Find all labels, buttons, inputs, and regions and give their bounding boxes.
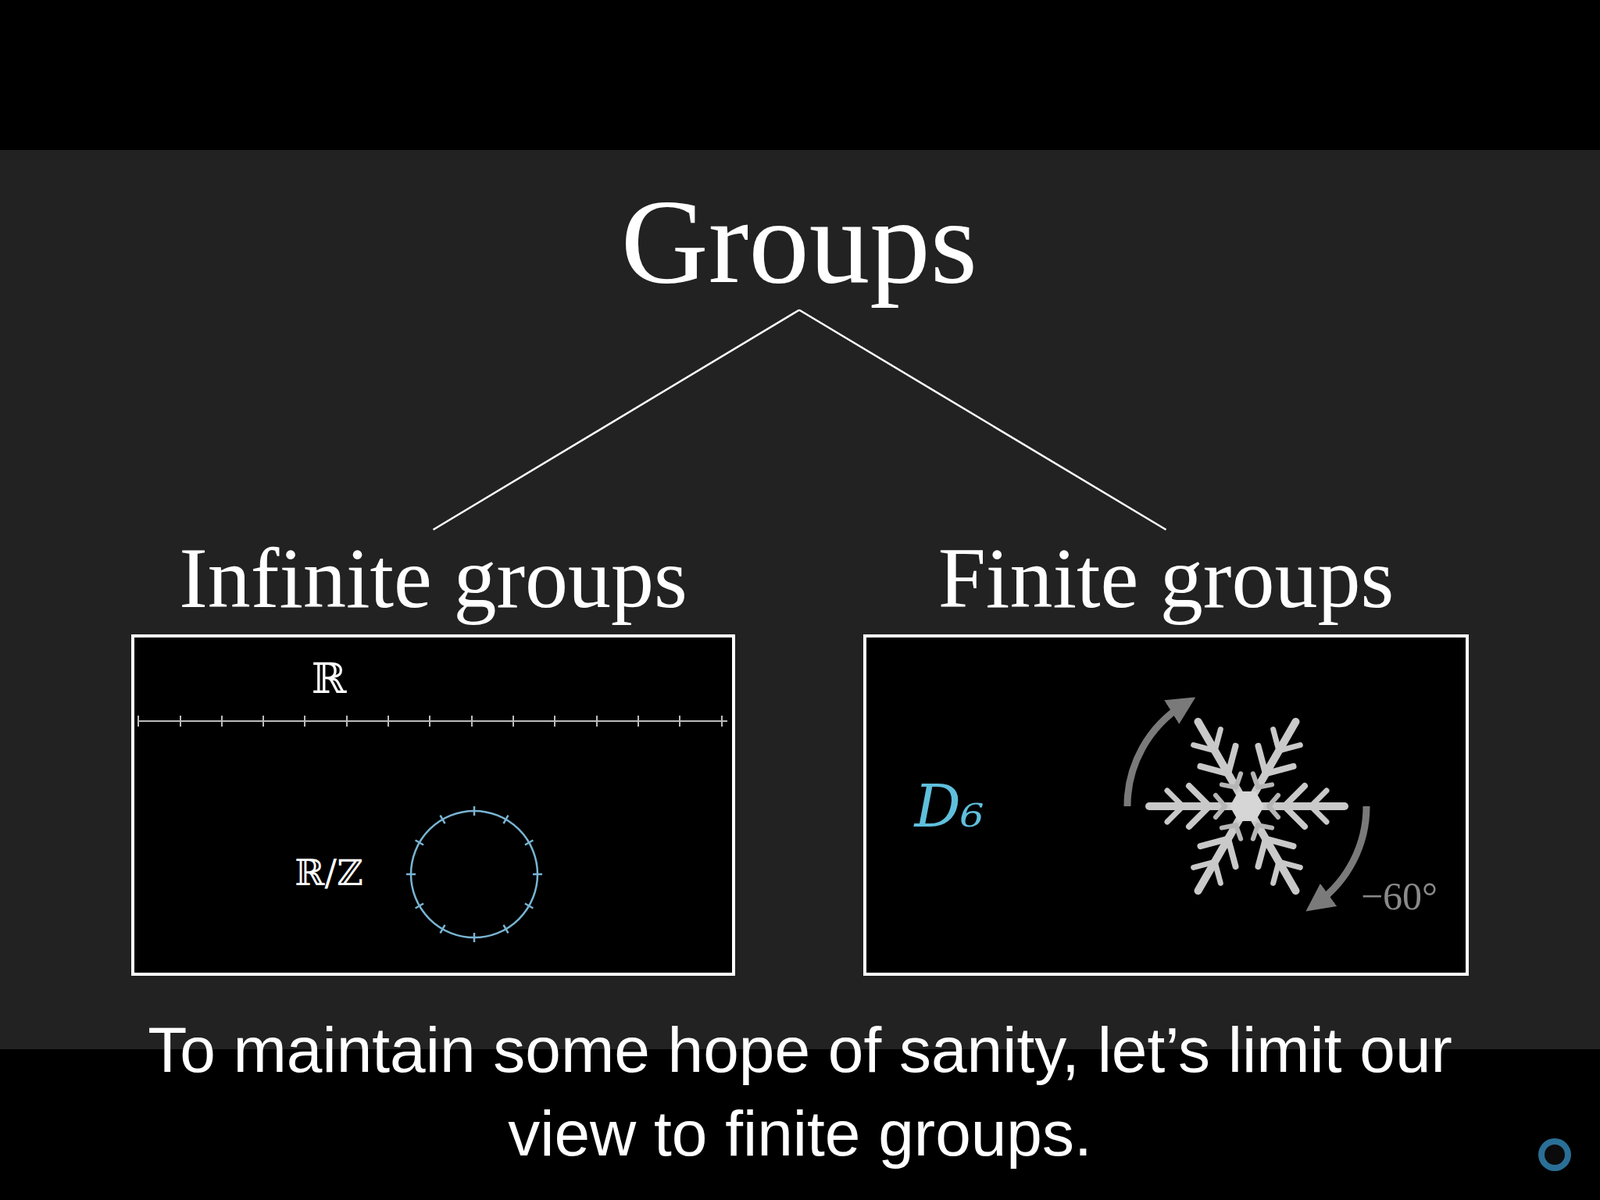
snowflake [1149,711,1345,902]
subtitle-caption: To maintain some hope of sanity, let’s l… [112,1007,1488,1175]
title-label: Groups [621,178,978,306]
group-node: Infinite groupsℝ ℝ/ℤ [132,531,734,975]
math-label: ℝ [311,653,347,704]
logo [1538,1138,1572,1172]
tree-branch [799,310,1167,530]
tree-branch [433,310,800,530]
caption-area: To maintain some hope of sanity, let’s l… [0,1007,1600,1175]
branch-heading: Finite groups [864,531,1468,626]
group-frame [864,635,1468,975]
math-label: ℝ/ℤ [294,851,363,894]
group-frame [132,635,734,975]
branch-heading: Infinite groups [132,531,734,626]
circle-group [406,806,543,943]
group-node: Finite groupsD₆ −60° [864,531,1468,975]
rotation-arrow [1317,806,1367,904]
math-label: D₆ [914,772,985,840]
math-label: −60° [1360,873,1438,919]
rotation-arrow [1127,704,1184,807]
number-line [138,715,728,727]
root-node: Groups [621,178,978,306]
